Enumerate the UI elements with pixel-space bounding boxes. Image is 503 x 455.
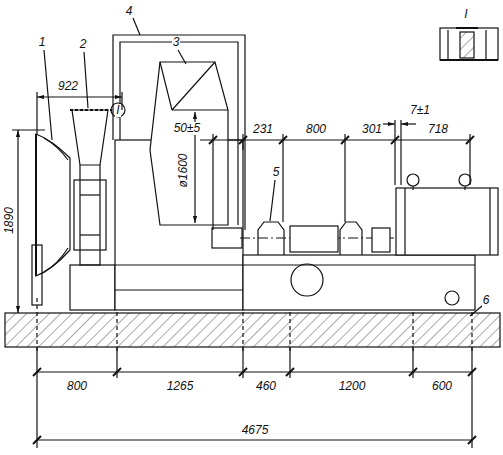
dimension-label: 800 xyxy=(305,123,327,136)
dimension-label: 1890 xyxy=(3,206,16,235)
callout-number: 6 xyxy=(482,294,491,307)
dimension-label: ø1600 xyxy=(177,152,190,188)
dimension-label: 460 xyxy=(255,380,277,393)
dimension-label: 301 xyxy=(361,123,383,136)
dimension-label: 600 xyxy=(431,380,453,393)
callout-number: 5 xyxy=(272,166,281,179)
dimension-label: 4675 xyxy=(241,424,270,437)
dimension-label: 800 xyxy=(66,380,88,393)
detail-title: I xyxy=(463,8,468,21)
dimension-label: 718 xyxy=(427,123,449,136)
dimension-label: 50±5 xyxy=(173,122,202,135)
dimension-label: 1265 xyxy=(166,380,195,393)
callout-number: 4 xyxy=(125,5,134,18)
dimension-label: 922 xyxy=(57,80,79,93)
callout-number: 2 xyxy=(79,38,88,51)
dimension-label: 7±1 xyxy=(409,104,431,117)
dimension-label: 1200 xyxy=(338,380,367,393)
detail-callout: I xyxy=(115,104,120,117)
dimension-label: 231 xyxy=(252,123,274,136)
callout-number: 1 xyxy=(38,36,47,49)
callout-number: 3 xyxy=(172,36,181,49)
